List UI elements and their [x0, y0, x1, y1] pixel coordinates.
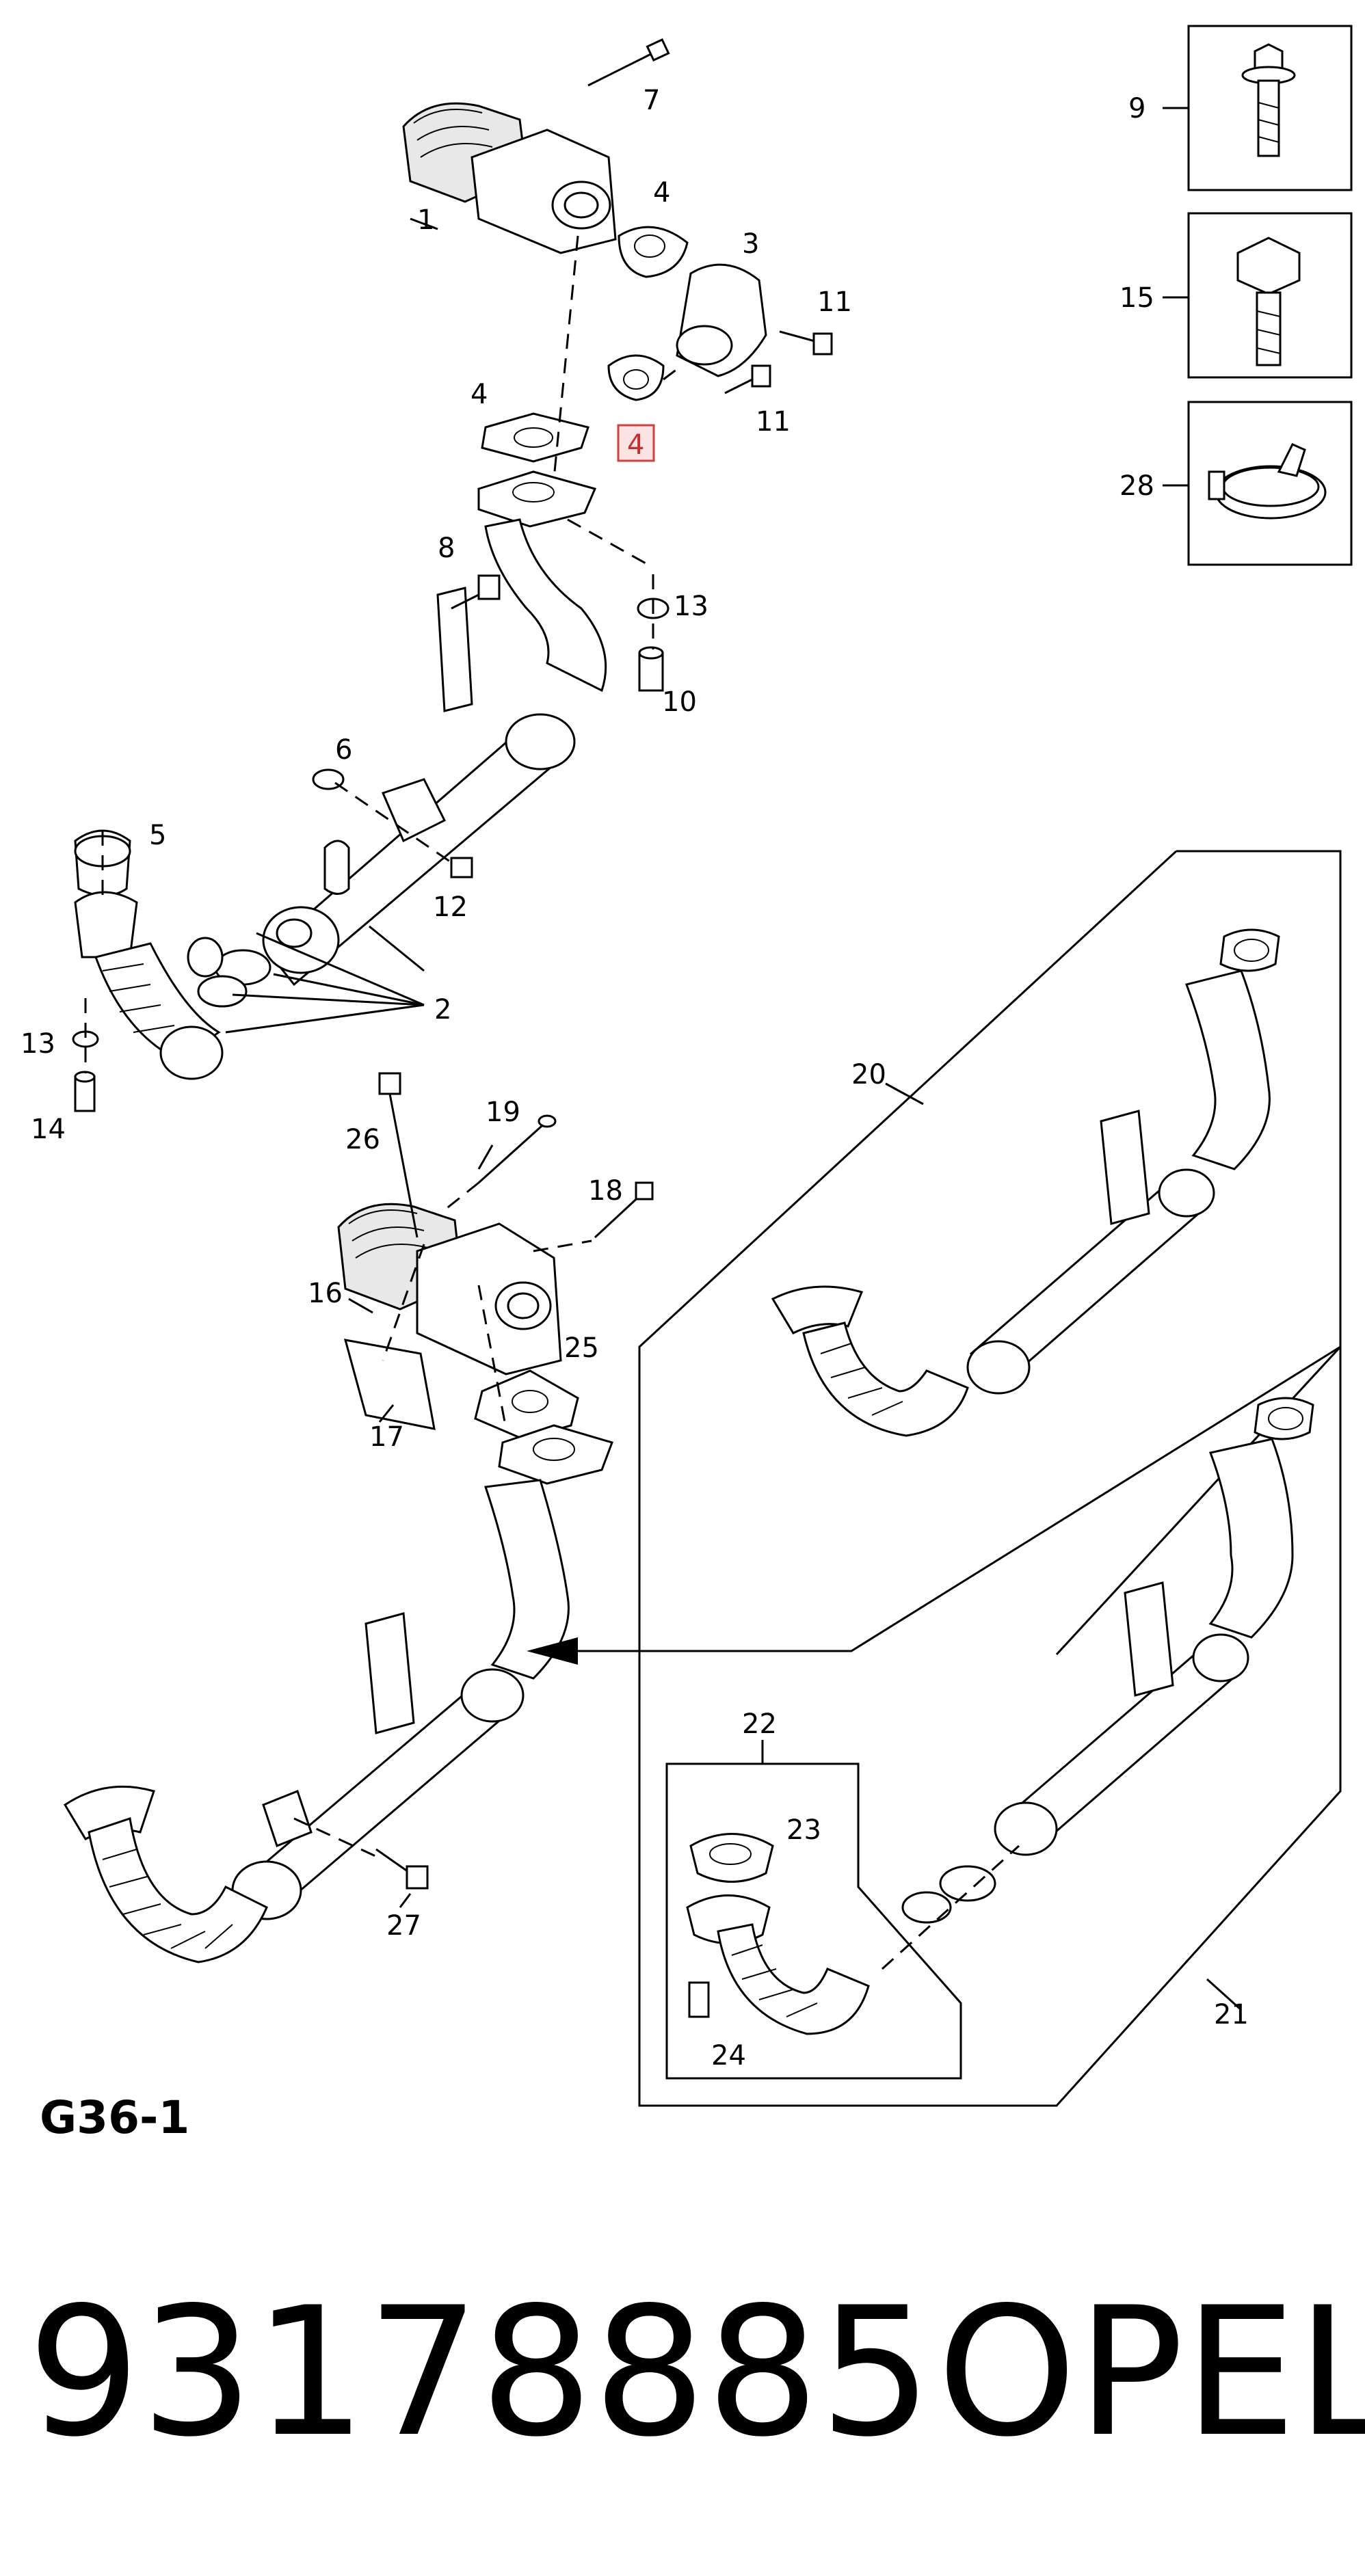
callout-19: 19	[486, 1097, 520, 1128]
kit-panel-20-21	[527, 850, 1342, 2107]
clamps-2	[187, 937, 271, 1008]
callout-23: 23	[786, 1814, 821, 1846]
callout-1: 1	[417, 204, 434, 236]
callout-28: 28	[1119, 470, 1154, 502]
callout-18: 18	[588, 1175, 623, 1207]
hose-clamp-icon	[1208, 443, 1327, 520]
callout-15: 15	[1119, 282, 1154, 314]
egr-cooler-2	[262, 587, 576, 987]
callout-2: 2	[434, 994, 451, 1025]
callout-4-flange: 4	[471, 379, 488, 410]
flex-pipe-lower	[63, 1785, 268, 1963]
gasket-4-flange	[481, 412, 589, 463]
gasket-23	[689, 1833, 774, 1883]
bolt-14	[74, 1071, 96, 1112]
callout-21: 21	[1214, 1999, 1249, 2030]
brand-name: OPEL	[937, 2270, 1365, 2476]
callout-8: 8	[438, 533, 455, 564]
callout-14: 14	[31, 1114, 66, 1145]
callout-12: 12	[433, 891, 468, 923]
cooler-assembly-21	[994, 1397, 1314, 1856]
part-number: 93178885	[27, 2270, 932, 2476]
callout-13-lower: 13	[21, 1028, 55, 1060]
callout-5: 5	[149, 820, 166, 851]
callout-4-upper: 4	[653, 177, 670, 209]
callout-6: 6	[335, 734, 352, 766]
hex-bolt-icon	[1236, 237, 1301, 366]
callout-24: 24	[711, 2040, 746, 2071]
callout-25: 25	[564, 1332, 599, 1364]
highlighted-callout-4: 4	[617, 424, 655, 462]
inset-box-bolt-9	[1163, 25, 1353, 191]
egr-valve-1	[402, 102, 617, 254]
bolt-11-lower	[724, 364, 771, 394]
flange-bolt-icon	[1241, 43, 1296, 157]
bolt-27	[375, 1848, 429, 1890]
inset-box-clamp-28	[1163, 401, 1353, 566]
bolt-18	[594, 1181, 654, 1239]
bolt-8	[451, 574, 501, 610]
callout-13-upper: 13	[674, 591, 708, 622]
cooler-pipe-flange	[477, 470, 607, 693]
gasket-4-lower	[607, 354, 665, 401]
callout-26: 26	[345, 1124, 380, 1155]
callout-7: 7	[643, 85, 660, 116]
callout-22: 22	[742, 1708, 777, 1740]
bolt-26	[378, 1072, 419, 1238]
elbow-pipe-3	[676, 263, 767, 377]
bolt-11-upper	[779, 330, 833, 355]
callout-3: 3	[742, 228, 759, 260]
callout-11-upper: 11	[817, 286, 852, 318]
callout-9: 9	[1128, 93, 1145, 124]
bolt-10	[638, 646, 664, 692]
gasket-4-upper	[618, 226, 689, 278]
stud-19	[477, 1114, 557, 1184]
flex-pipe-24-assembly	[686, 1894, 870, 2035]
callout-16: 16	[308, 1278, 343, 1309]
kit-panel-22	[665, 1762, 962, 2080]
bolt-7	[587, 38, 670, 87]
callout-20: 20	[851, 1059, 886, 1090]
clamps-kit-21	[881, 1844, 1020, 1970]
callout-27: 27	[386, 1910, 421, 1942]
cooler-assembly-20	[771, 928, 1280, 1437]
callout-10: 10	[662, 686, 697, 718]
gasket-25	[474, 1369, 579, 1440]
callout-17: 17	[369, 1421, 404, 1453]
nut-12	[450, 857, 473, 878]
plate-17	[343, 1339, 436, 1430]
highlighted-callout-label: 4	[627, 429, 644, 461]
cooler-lower	[231, 1424, 613, 1920]
figure-code: G36-1	[40, 2091, 189, 2144]
callout-11-lower: 11	[756, 406, 791, 438]
inset-box-bolt-15	[1163, 212, 1353, 379]
